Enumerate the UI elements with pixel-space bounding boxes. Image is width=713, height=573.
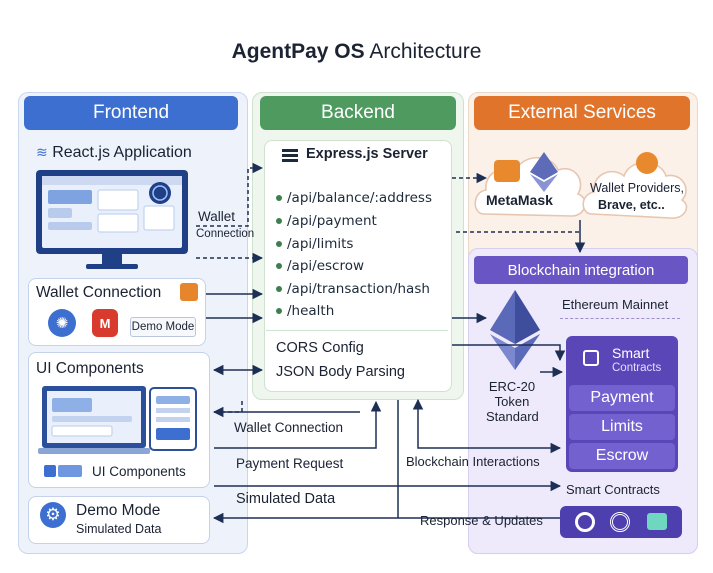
monitor-illustration [36, 170, 188, 269]
metamask-label: MetaMask [486, 192, 553, 208]
target-icon [610, 512, 630, 532]
flow-wallet-top-1: Wallet [198, 209, 236, 224]
metamask-fox-icon [494, 160, 520, 182]
endpoint-limits[interactable]: /api/limits [276, 236, 353, 252]
blockchain-header: Blockchain integration [474, 256, 688, 284]
contract-payment[interactable]: Payment [569, 385, 675, 411]
sync-icon [575, 512, 595, 532]
title-bold: AgentPay OS [231, 40, 365, 63]
endpoint-payment[interactable]: /api/payment [276, 213, 377, 229]
wallet-provider-icon [636, 152, 658, 174]
title-rest: Architecture [369, 40, 482, 63]
smart-contracts-footer: Smart Contracts [566, 482, 660, 497]
flow-blockchain-interactions: Blockchain Interactions [406, 454, 540, 469]
backend-header: Backend [260, 96, 456, 130]
flow-response-updates: Response & Updates [420, 513, 543, 528]
demo-mode-title: Demo Mode [76, 502, 161, 519]
react-app-text: React.js Application [52, 144, 192, 161]
demo-mode-subtitle: Simulated Data [76, 522, 162, 536]
react-icon: ✺ [48, 309, 76, 337]
cors-config: CORS Config [276, 340, 364, 356]
metamask-fox-icon [180, 283, 198, 301]
diagram-title: AgentPay OS Architecture [0, 40, 713, 64]
token-line-1: ERC-20 [488, 379, 536, 394]
gear-icon: ⚙ [40, 502, 66, 528]
smart-contracts-title: Smart [612, 345, 650, 361]
endpoint-health[interactable]: /health [276, 303, 334, 319]
express-server-card [264, 140, 452, 392]
flow-wallet-connection: Wallet Connection [234, 420, 344, 435]
frontend-header: Frontend [24, 96, 238, 130]
erc20-label: ERC-20 Token Standard [486, 379, 539, 424]
json-body-parsing: JSON Body Parsing [276, 364, 405, 380]
token-line-2: Token [494, 394, 530, 409]
flow-payment-request: Payment Request [236, 456, 344, 471]
ui-components-title: UI Components [36, 360, 144, 377]
brave-icon: M [92, 309, 118, 337]
endpoint-balance[interactable]: /api/balance/:address [276, 190, 432, 206]
external-services-header: External Services [474, 96, 690, 130]
server-title: Express.js Server [306, 146, 428, 162]
server-divider [266, 330, 448, 331]
ethereum-mainnet: Ethereum Mainnet [562, 297, 669, 312]
ethereum-logo [490, 290, 540, 370]
endpoint-escrow[interactable]: /api/escrow [276, 258, 364, 274]
react-icon: ≋ [36, 144, 48, 160]
contract-escrow[interactable]: Escrow [569, 443, 675, 469]
ui-components-illustration [38, 386, 197, 454]
flow-wallet-top-2: Connection [196, 228, 255, 240]
ethereum-icon [530, 152, 558, 192]
wallet-connection-title: Wallet Connection [36, 284, 162, 301]
contract-icon [583, 350, 599, 366]
endpoint-transaction[interactable]: /api/transaction/hash [276, 281, 430, 297]
react-app-label: ≋ React.js Application [36, 144, 192, 162]
flow-simulated-data: Simulated Data [236, 491, 336, 507]
network-line [560, 318, 680, 319]
token-line-3: Standard [486, 409, 539, 424]
server-icon [282, 149, 298, 163]
chat-icon [647, 513, 667, 530]
ui-components-footer: UI Components [92, 464, 186, 479]
smart-contracts-subtitle: Contracts [612, 362, 662, 374]
demo-mode-chip[interactable]: Demo Mode [130, 317, 196, 337]
wallet-providers-line1: Wallet Providers, [590, 181, 685, 195]
component-icon [44, 463, 84, 479]
wallet-providers-line2: Brave, etc.. [598, 198, 665, 212]
contract-limits[interactable]: Limits [569, 414, 675, 440]
